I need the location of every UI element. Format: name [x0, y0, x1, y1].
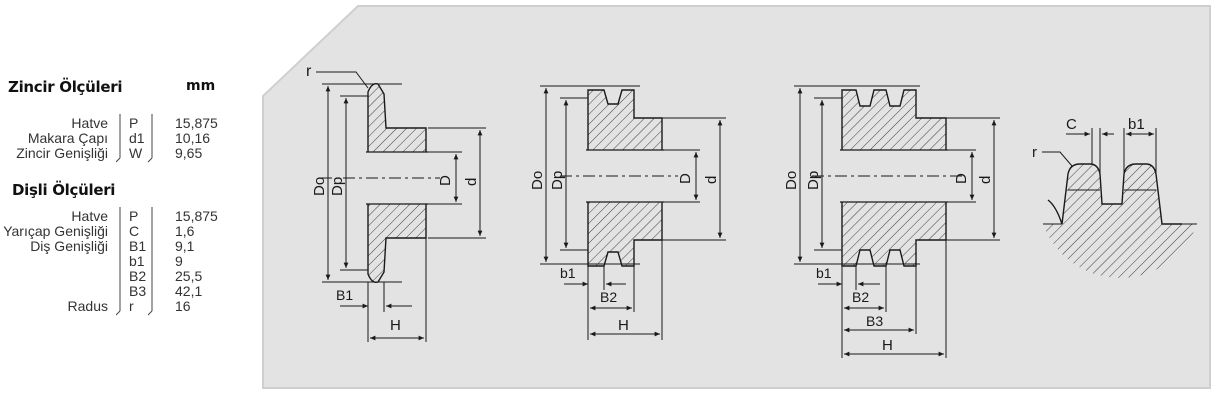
hub-length-label: H — [618, 317, 629, 334]
pitch-diameter-label: Dp — [805, 171, 822, 190]
sprocket-dimensions-header: Dişli Ölçüleri — [0, 181, 240, 203]
table-bracket — [116, 114, 153, 163]
table-row: Yarıçap Genişliği C 1,6 — [3, 223, 195, 239]
chain-dimensions-title: Zincir Ölçüleri — [8, 78, 123, 96]
chain-dimensions-header: Zincir Ölçüleri mm — [0, 78, 240, 100]
table-row: Radus r 16 — [67, 298, 191, 314]
table-row: B3 42,1 — [129, 283, 203, 299]
hub-length-label: H — [390, 317, 401, 334]
table-row: Makara Çapı d1 10,16 — [27, 130, 211, 146]
table-row: Hatve P 15,875 — [71, 208, 218, 224]
bore-label: d — [703, 176, 720, 184]
radius-label: r — [306, 63, 312, 80]
outside-diameter-label: Do — [529, 171, 546, 190]
outside-diameter-label: Do — [311, 177, 328, 196]
spec-panel: Zincir Ölçüleri mm Hatve P 15,875 Makara… — [0, 78, 240, 316]
triplex-sprocket-diagram: Do Dp D d b1 B2 B3 H — [783, 85, 1000, 358]
table-row: b1 9 — [129, 253, 183, 269]
bore-label: d — [977, 176, 994, 184]
width-b2-label: B2 — [600, 289, 617, 305]
chain-dimensions-table: Hatve P 15,875 Makara Çapı d1 10,16 Zinc… — [0, 114, 240, 163]
outside-diameter-label: Do — [783, 171, 800, 190]
table-row: Zincir Genişliği W 9,65 — [16, 145, 203, 161]
table-row: B2 25,5 — [129, 268, 203, 284]
sprocket-dimensions-table: Hatve P 15,875 Yarıçap Genişliği C 1,6 D… — [0, 207, 240, 316]
bore-label: d — [463, 178, 480, 186]
unit-label: mm — [186, 78, 216, 94]
diagram-panel — [262, 5, 1211, 389]
radius-width-c-label: C — [1066, 116, 1077, 133]
tooth-width-b1-label: b1 — [1128, 116, 1145, 133]
pitch-diameter-label: Dp — [549, 171, 566, 190]
hub-diameter-label: D — [437, 175, 454, 186]
tooth-width-b1-label: B1 — [336, 287, 353, 303]
tooth-width-b1-label: b1 — [560, 265, 576, 281]
hub-diameter-label: D — [953, 173, 970, 184]
duplex-sprocket-diagram: Do Dp D d b1 B2 H — [529, 85, 726, 340]
sprocket-dimensions-title: Dişli Ölçüleri — [12, 181, 116, 199]
tooth-profile-detail: r C b1 — [1032, 116, 1200, 278]
width-b3-label: B3 — [866, 313, 883, 329]
single-sprocket-diagram: r Do Dp D d B1 H — [306, 63, 486, 342]
hub-length-label: H — [882, 337, 893, 354]
table-bracket — [116, 207, 153, 316]
hub-diameter-label: D — [677, 173, 694, 184]
width-b2-label: B2 — [852, 289, 869, 305]
tooth-radius-label: r — [1032, 144, 1037, 161]
table-row: Hatve P 15,875 — [71, 115, 218, 131]
tooth-profile-outline — [1047, 163, 1182, 225]
tooth-width-b1-label: b1 — [816, 265, 832, 281]
pitch-diameter-label: Dp — [329, 177, 346, 196]
table-row: Diş Genişliği B1 9,1 — [30, 238, 195, 254]
